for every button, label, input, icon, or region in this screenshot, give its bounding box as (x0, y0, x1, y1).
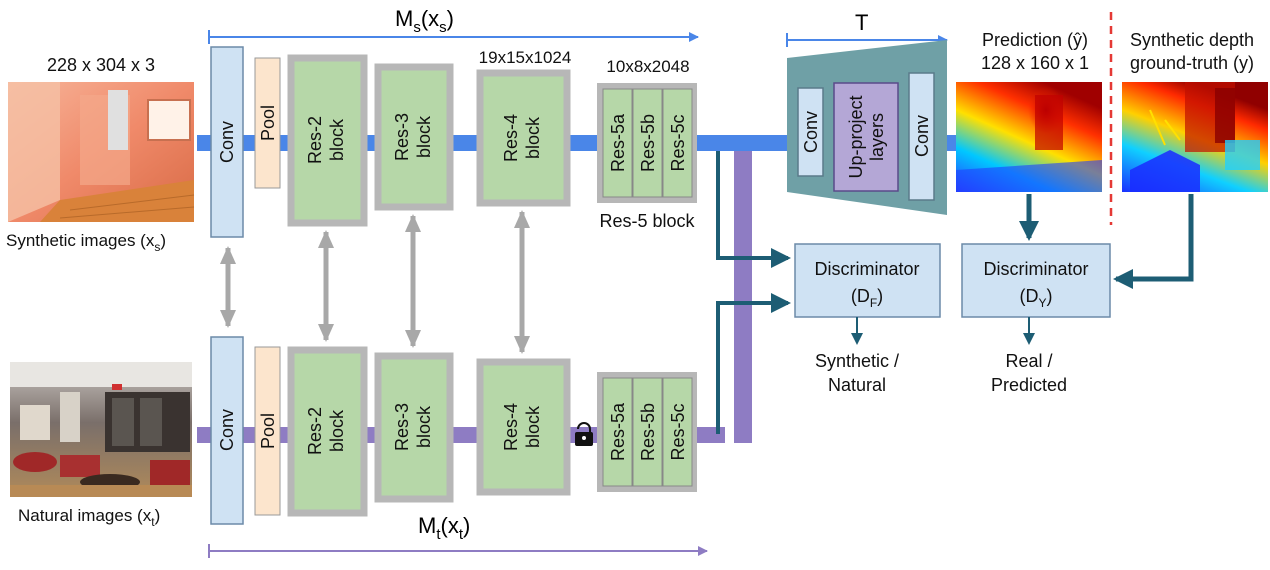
t-label: T (855, 10, 868, 35)
svg-text:(DF): (DF) (851, 286, 883, 310)
svg-text:block: block (327, 409, 347, 452)
prediction-title: Prediction (ŷ) (982, 30, 1088, 50)
gt-title-line2: ground-truth (y) (1130, 53, 1254, 73)
gt-title-line1: Synthetic depth (1130, 30, 1254, 50)
bottom-res3-block: Res-3 block (374, 352, 454, 503)
lock-icon (575, 422, 593, 446)
decoder-conv-right: Conv (908, 72, 935, 201)
svg-text:layers: layers (867, 113, 887, 161)
bottom-res5c: Res-5c (668, 403, 688, 460)
bottom-res5-block: Res-5a Res-5b Res-5c (597, 372, 697, 492)
svg-text:Res-2: Res-2 (305, 407, 325, 455)
top-conv: Conv (210, 46, 244, 238)
t-span: T (786, 10, 948, 47)
dy-output-line1: Real / (1005, 351, 1052, 371)
svg-text:Res-3: Res-3 (392, 403, 412, 451)
svg-text:Pool: Pool (258, 413, 278, 449)
bottom-pool: Pool (254, 346, 281, 516)
top-res4-block: Res-4 block (476, 69, 571, 207)
svg-text:Discriminator: Discriminator (983, 259, 1088, 279)
svg-text:Res-4: Res-4 (501, 403, 521, 451)
weight-sharing-arrows (220, 210, 530, 354)
discriminator-df: Discriminator (DF) (794, 243, 941, 318)
svg-text:Res-2: Res-2 (305, 116, 325, 164)
input-dims-label: 228 x 304 x 3 (47, 55, 155, 75)
svg-text:block: block (327, 118, 347, 161)
bottom-res2-block: Res-2 block (287, 346, 368, 517)
ground-truth-depth-map (1122, 82, 1268, 192)
res5-caption: Res-5 block (599, 211, 695, 231)
bottom-res5b: Res-5b (638, 403, 658, 461)
top-res5c: Res-5c (668, 114, 688, 171)
svg-text:block: block (523, 116, 543, 159)
dy-output-line2: Predicted (991, 375, 1067, 395)
res4-dims-label: 19x15x1024 (479, 48, 572, 67)
svg-text:Conv: Conv (801, 111, 821, 153)
svg-text:Res-3: Res-3 (392, 113, 412, 161)
res5-dims-label: 10x8x2048 (606, 57, 689, 76)
svg-text:Discriminator: Discriminator (814, 259, 919, 279)
top-res5a: Res-5a (608, 113, 628, 172)
decoder-block: Conv Up-project layers Conv (787, 40, 947, 215)
mt-label: Mt(xt) (418, 513, 470, 543)
ms-label: Ms(xs) (395, 6, 454, 36)
natural-images-caption: Natural images (xt) (18, 506, 160, 529)
top-res2-block: Res-2 block (287, 54, 368, 227)
natural-stream-riser (734, 151, 752, 443)
df-input-arrow-natural (716, 293, 791, 434)
df-output-line1: Synthetic / (815, 351, 899, 371)
top-res3-block: Res-3 block (374, 63, 454, 211)
mt-span: Mt(xt) (208, 513, 708, 558)
discriminator-dy: Discriminator (DY) (961, 243, 1111, 318)
synthetic-images-caption: Synthetic images (xs) (6, 231, 166, 254)
svg-text:Pool: Pool (258, 105, 278, 141)
decoder-conv-left: Conv (797, 87, 824, 177)
df-input-arrow-synthetic (716, 151, 791, 268)
svg-text:block: block (414, 115, 434, 158)
svg-text:(DY): (DY) (1019, 286, 1052, 310)
svg-text:block: block (523, 405, 543, 448)
gt-to-dy-arrow (1113, 194, 1194, 289)
prediction-dims: 128 x 160 x 1 (981, 53, 1089, 73)
bottom-conv: Conv (210, 336, 244, 525)
top-pool: Pool (254, 57, 281, 189)
svg-text:Conv: Conv (217, 121, 237, 163)
top-res5b: Res-5b (638, 114, 658, 172)
decoder-upproject-layers: Up-project layers (833, 82, 899, 192)
svg-text:Conv: Conv (912, 115, 932, 157)
svg-text:Conv: Conv (217, 409, 237, 451)
svg-text:Up-project: Up-project (846, 95, 866, 178)
bottom-res5a: Res-5a (608, 402, 628, 461)
ms-span: Ms(xs) (208, 6, 699, 44)
bottom-res4-block: Res-4 block (476, 358, 571, 496)
prediction-depth-map (956, 82, 1102, 192)
svg-text:block: block (414, 405, 434, 448)
natural-image (10, 362, 192, 497)
df-output-line2: Natural (828, 375, 886, 395)
top-res5-block: Res-5a Res-5b Res-5c (597, 83, 697, 203)
svg-text:Res-4: Res-4 (501, 114, 521, 162)
synthetic-image (8, 82, 195, 222)
